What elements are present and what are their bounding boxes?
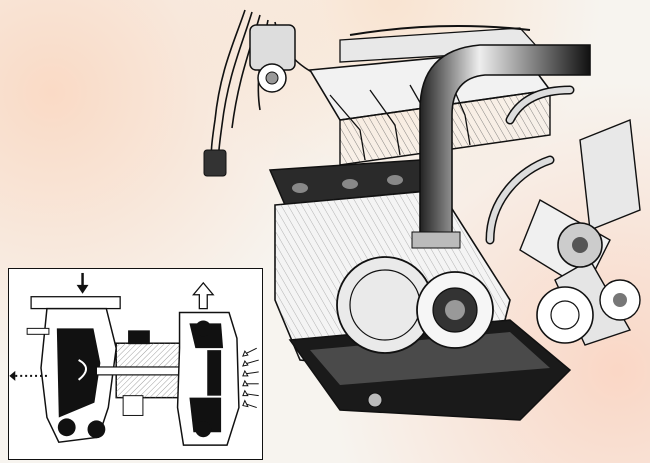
distributor [249,24,296,93]
compressor-housing [176,311,240,446]
cooling-fan [519,119,641,346]
turbine-housing [40,307,117,443]
boost-out-arrow [192,281,215,310]
turbocharger [336,256,494,354]
coolant-hose-highlight [487,87,573,243]
plug-boot [203,149,227,177]
exhaust-flow-dotted-arrow [9,370,47,381]
housing-bolt [26,327,50,335]
inlet-flange [30,296,121,310]
exhaust-in-arrow [76,272,89,294]
air-intake-arrows [242,347,259,409]
pulleys [536,279,641,344]
intake-pipe [411,44,591,249]
turbo-cross-section-diagram [9,272,259,446]
engine-illustration [203,9,641,421]
turbo-cross-section-inset [8,268,263,460]
